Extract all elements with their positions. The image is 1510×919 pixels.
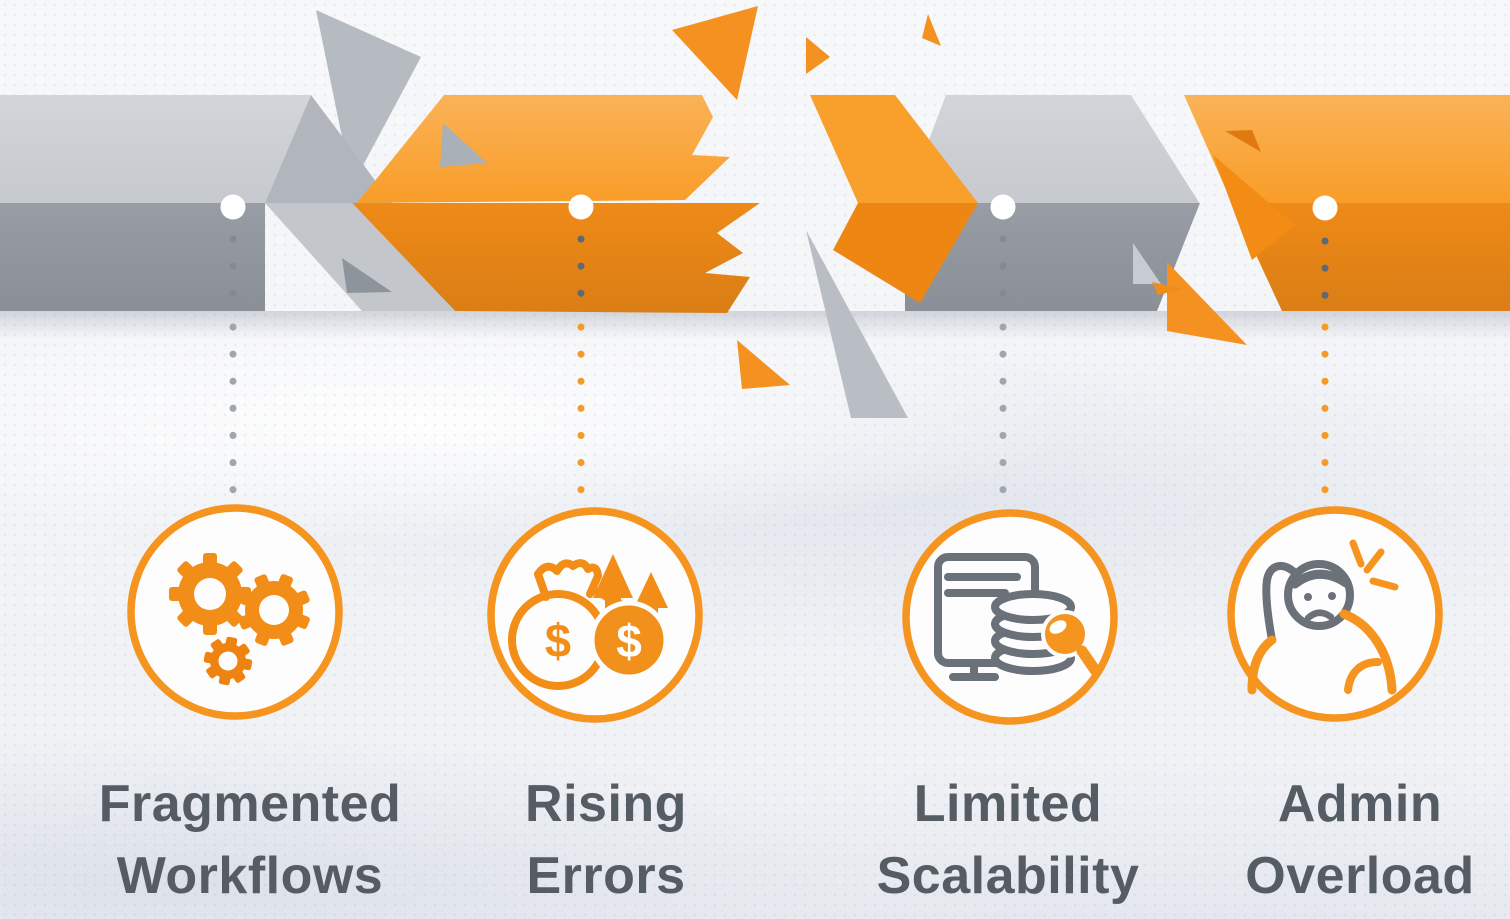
eye bbox=[1328, 592, 1336, 600]
rising-arrows bbox=[593, 554, 668, 632]
stressed-person-icon bbox=[1247, 539, 1399, 695]
person-body bbox=[1247, 609, 1397, 695]
face-shading bbox=[357, 95, 730, 203]
segment-1-gray bbox=[0, 95, 392, 311]
orange-shard bbox=[1152, 282, 1183, 295]
face-shading bbox=[905, 95, 1200, 204]
step-label-1: Fragmented Workflows bbox=[40, 768, 460, 912]
segment-4-orange bbox=[1152, 95, 1510, 345]
orange-shard bbox=[737, 340, 790, 389]
face-shading bbox=[0, 203, 265, 311]
coin-dollar-sign: $ bbox=[616, 615, 642, 667]
step-circle-2: $ $ bbox=[487, 507, 703, 723]
orange-shard bbox=[1213, 155, 1295, 260]
face-shading bbox=[1232, 203, 1510, 311]
background-shards bbox=[316, 6, 941, 418]
orange-shard bbox=[672, 6, 758, 100]
segment-3-gray bbox=[905, 95, 1200, 311]
step-label-line: Workflows bbox=[116, 847, 384, 905]
monitor-coins-magnifier-icon bbox=[934, 553, 1101, 681]
segment-1-tip-side-face bbox=[265, 203, 455, 311]
face-shading bbox=[352, 203, 760, 313]
step-label-line: Limited bbox=[913, 775, 1103, 833]
step-label-line: Fragmented bbox=[98, 775, 402, 833]
gray-shard bbox=[806, 230, 908, 418]
step-ring bbox=[1227, 506, 1443, 722]
orange-shard bbox=[806, 37, 830, 74]
magnifier bbox=[1041, 610, 1101, 676]
gray-shard bbox=[1133, 243, 1161, 284]
step-circle-4 bbox=[1227, 506, 1443, 722]
orange-shard bbox=[922, 14, 941, 46]
gray-shard bbox=[316, 10, 421, 186]
step-circle-1 bbox=[127, 504, 343, 720]
step-label-line: Errors bbox=[526, 847, 686, 905]
money-bag-rising-arrows-icon: $ $ bbox=[508, 554, 669, 690]
bag-dollar-sign: $ bbox=[545, 614, 571, 667]
step-label-line: Rising bbox=[525, 775, 687, 833]
segment-tip-face bbox=[265, 95, 392, 203]
step-label-2: Rising Errors bbox=[396, 768, 816, 912]
segment-2-orange bbox=[352, 95, 760, 313]
step-label-3: Limited Scalability bbox=[798, 768, 1218, 912]
person-head-and-hand bbox=[1262, 560, 1354, 644]
banner-shadow bbox=[0, 311, 1510, 339]
step-label-line: Overload bbox=[1245, 847, 1475, 905]
stress-lines bbox=[1349, 539, 1399, 591]
dotted-connectors bbox=[229, 235, 1329, 502]
gray-shard bbox=[440, 123, 487, 167]
face-shading bbox=[905, 203, 1200, 311]
step-label-line: Admin bbox=[1277, 775, 1443, 833]
eye bbox=[1304, 593, 1312, 601]
orange-shard bbox=[1167, 262, 1247, 345]
face-shading bbox=[1184, 95, 1510, 204]
broken-orange-tip-fragment bbox=[810, 95, 978, 303]
marker-dot bbox=[568, 194, 594, 220]
orange-shard bbox=[1225, 130, 1261, 152]
marker-dot bbox=[990, 194, 1016, 220]
face-shading bbox=[0, 95, 311, 203]
ridge-marker-dots bbox=[220, 194, 1338, 221]
coin bbox=[589, 600, 669, 680]
fragment-front-face bbox=[833, 203, 978, 303]
step-circle-3 bbox=[902, 509, 1118, 725]
marker-dot bbox=[1312, 195, 1338, 221]
step-label-line: Scalability bbox=[876, 847, 1140, 905]
gears-icon bbox=[169, 553, 310, 686]
gray-shard bbox=[342, 258, 392, 293]
fragment-top-face bbox=[810, 95, 978, 203]
marker-dot bbox=[220, 194, 246, 220]
step-label-4: Admin Overload bbox=[1150, 768, 1510, 912]
